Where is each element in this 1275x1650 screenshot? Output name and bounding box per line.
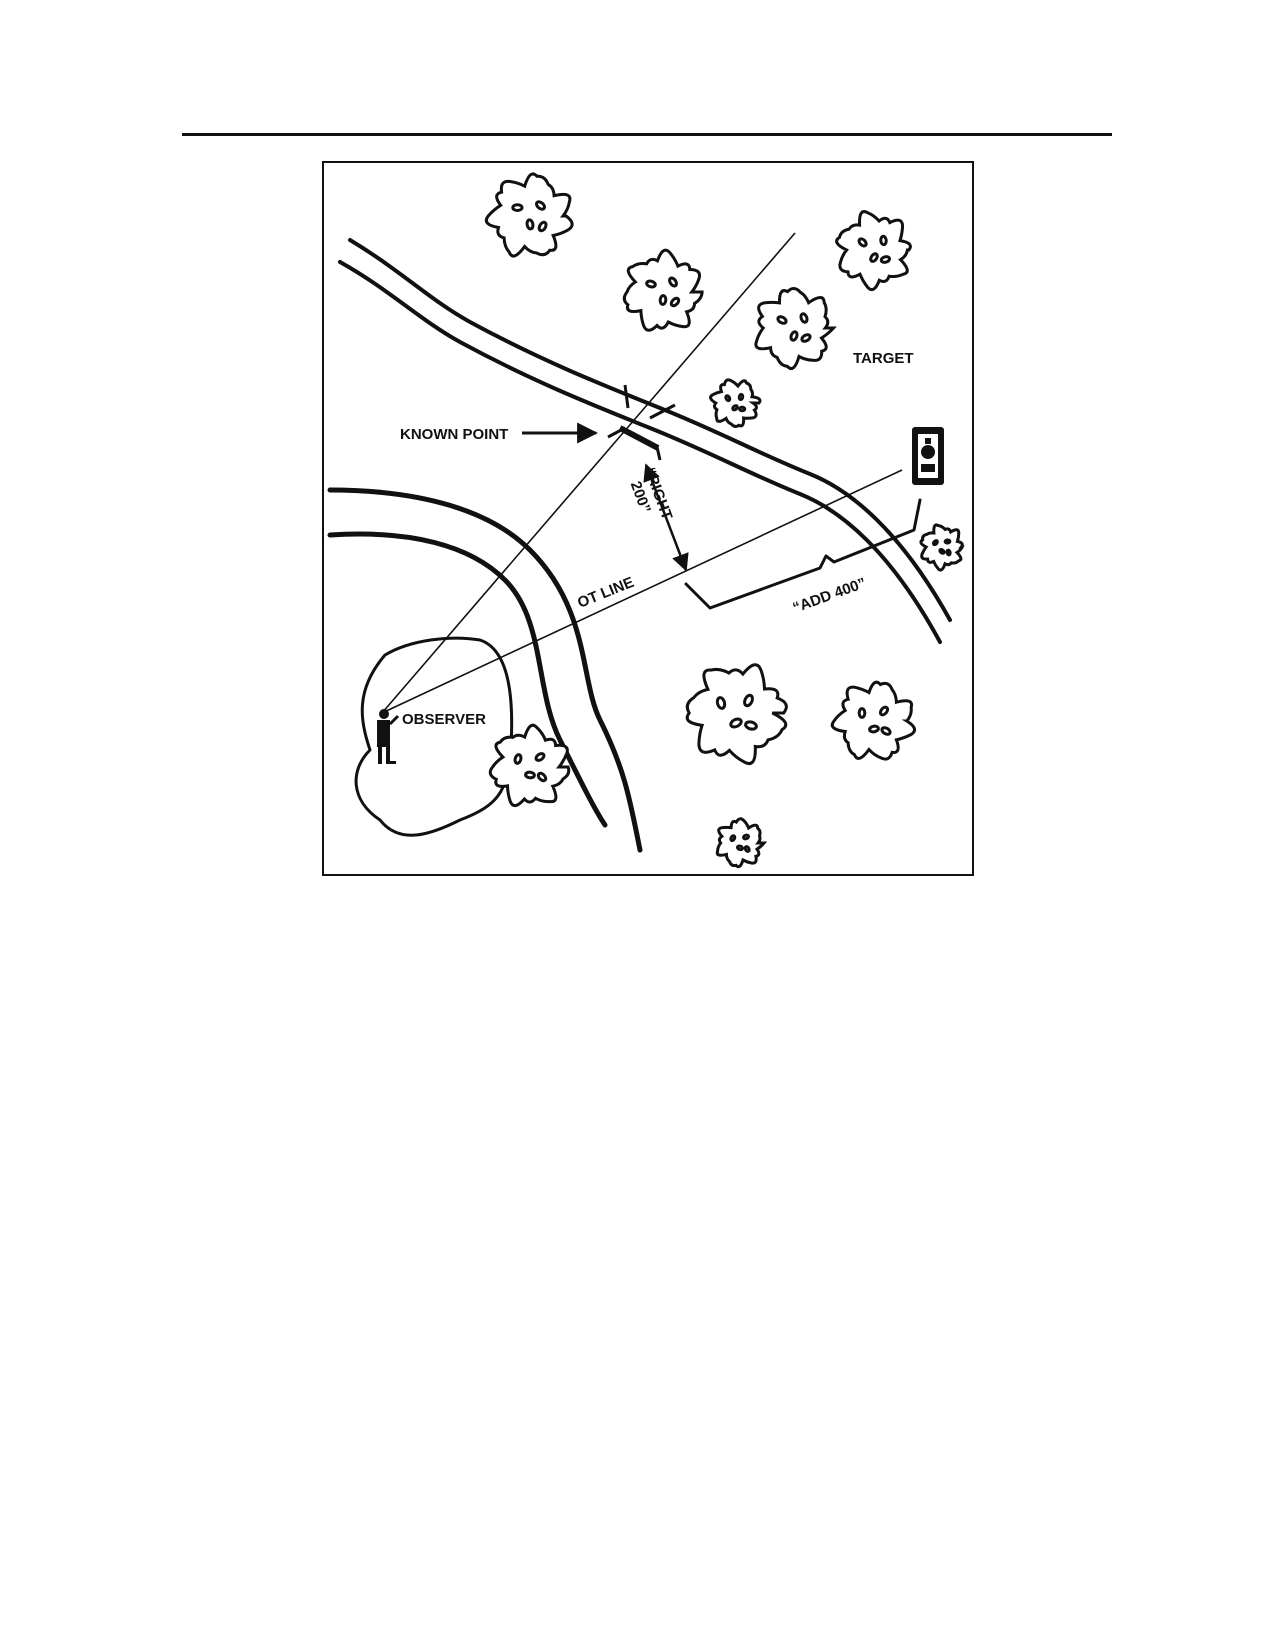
tree-icon	[830, 680, 917, 761]
target-vehicle-icon	[912, 427, 944, 485]
add-400-label: “ADD 400”	[791, 575, 869, 617]
right-200-arrow	[643, 463, 689, 572]
observer-label: OBSERVER	[402, 711, 486, 728]
tree-icon	[715, 817, 768, 869]
tree-icon	[754, 287, 837, 371]
road-edge-north	[348, 238, 952, 622]
known-point-mark	[618, 425, 660, 451]
add-400-bracket	[684, 498, 922, 610]
known-point-label: KNOWN POINT	[400, 426, 508, 443]
observer-figure-icon	[377, 709, 400, 764]
tree-icon	[484, 172, 574, 258]
tree-icon	[919, 523, 965, 572]
ot-line-label: OT LINE	[575, 574, 636, 612]
river-bank-east	[327, 531, 608, 828]
known-point-tick-4	[655, 446, 662, 461]
tree-icon	[622, 248, 704, 332]
target-label: TARGET	[853, 350, 914, 367]
observer-hill	[354, 636, 514, 837]
tree-icon	[488, 723, 571, 808]
tree-icon	[709, 378, 762, 428]
known-point-tick-1	[623, 384, 630, 409]
tree-icon	[835, 210, 912, 292]
known-point-tick-2	[649, 403, 676, 420]
header-rule	[182, 133, 1112, 136]
ot-line	[381, 469, 903, 714]
river-bank-west	[327, 487, 643, 853]
sight-line-known-point	[381, 232, 796, 714]
road-edge-south	[338, 260, 942, 644]
tree-icon	[685, 663, 788, 766]
known-point-tick-3	[607, 426, 626, 439]
